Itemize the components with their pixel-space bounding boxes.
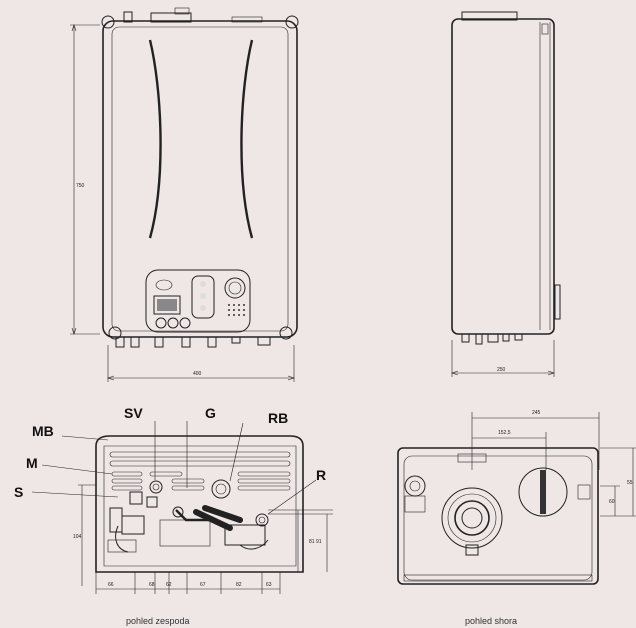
- top-width-partial: 152,5: [498, 430, 511, 436]
- top-view: 245 152,5 55 60 pohled shora: [397, 410, 636, 626]
- label-s: S: [14, 484, 23, 500]
- label-mb: MB: [32, 423, 54, 439]
- label-r: R: [316, 467, 326, 483]
- label-sv: SV: [124, 405, 143, 421]
- top-view-caption: pohled shora: [465, 616, 517, 626]
- bottom-view: SV G RB MB M S R 104 81 91 66 68 62: [14, 405, 333, 626]
- front-view: 750 400: [70, 7, 299, 382]
- top-right-dimension-b: 60: [609, 499, 615, 505]
- bottom-width-82: 82: [236, 582, 242, 588]
- bottom-width-68: 68: [149, 582, 155, 588]
- bottom-right-heights: 81 91: [309, 539, 322, 545]
- top-width-total: 245: [532, 410, 541, 416]
- bottom-width-63: 63: [266, 582, 272, 588]
- bottom-width-62: 62: [166, 582, 172, 588]
- label-m: M: [26, 455, 38, 471]
- bottom-height-dimension: 104: [73, 534, 82, 540]
- bottom-width-67: 67: [200, 582, 206, 588]
- bottom-width-66: 66: [108, 582, 114, 588]
- front-width-dimension: 400: [193, 371, 202, 377]
- side-depth-dimension: 250: [497, 367, 506, 373]
- front-height-dimension: 750: [76, 183, 85, 189]
- label-g: G: [205, 405, 216, 421]
- top-right-dimension-a: 55: [627, 480, 633, 486]
- side-view: 250: [451, 11, 561, 377]
- label-rb: RB: [268, 410, 288, 426]
- bottom-view-caption: pohled zespoda: [126, 616, 190, 626]
